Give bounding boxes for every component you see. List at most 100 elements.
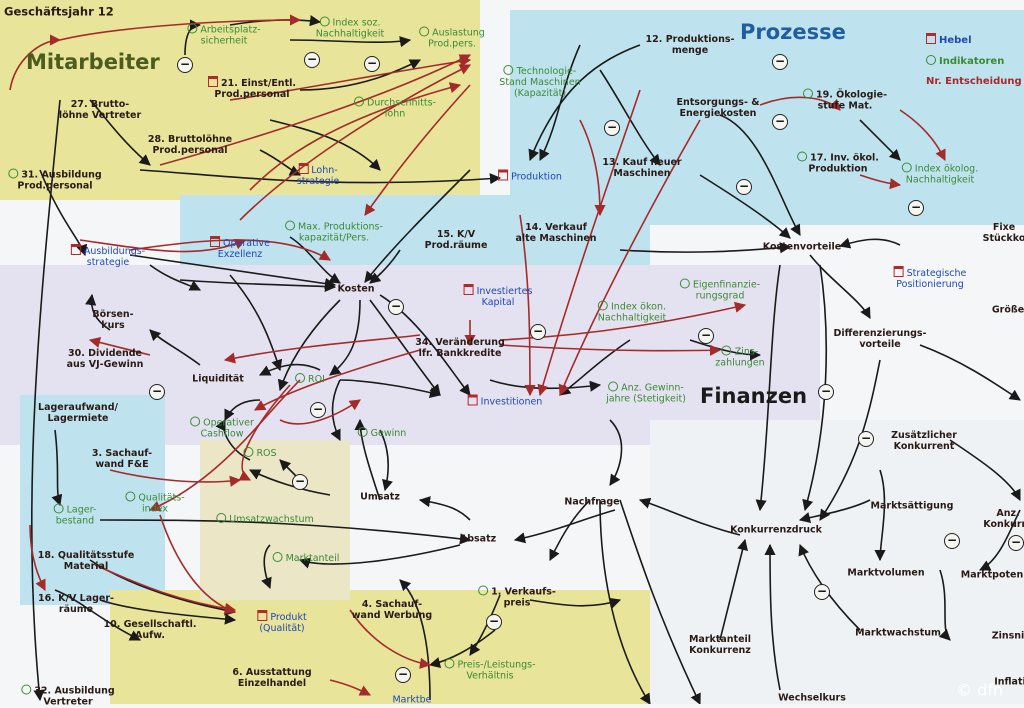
node-nachfrage: Nachfrage (564, 497, 619, 508)
node-label-line: Max. Produktions- (285, 220, 383, 233)
region-title-prozesse: Prozesse (740, 20, 846, 44)
minus-marker: − (858, 431, 874, 447)
node-label-line: Aufw. (134, 630, 166, 641)
node-label-line: löhne Vertreter (58, 110, 142, 121)
node-investitionen: Investitionen (467, 394, 542, 408)
indicator-icon (721, 345, 732, 356)
node-label-line: 10. Gesellschaftl. (103, 619, 197, 630)
node-label-line: Marktbe (392, 694, 432, 706)
node-label-line: Anz. (996, 508, 1020, 519)
node-label-line: 15. K/V (436, 229, 476, 240)
node-oekologiestufe-mat: 19. Ökologie-stufe Mat. (802, 88, 887, 112)
node-zinszahlungen: Zins-zahlungen (715, 345, 765, 369)
node-label-line: preis (503, 597, 531, 609)
node-index-oekon-nachhaltigkeit: Index ökon.Nachhaltigkeit (597, 300, 666, 324)
node-label-line: ROI (295, 373, 325, 385)
minus-marker: − (177, 57, 193, 73)
node-ros: ROS (243, 447, 277, 459)
node-label-line: Prod.personal (214, 89, 290, 100)
node-label-line: Lagermiete (47, 413, 109, 424)
node-qualitaetsindex: Qualitäts-index (125, 491, 185, 515)
minus-marker: − (530, 324, 546, 340)
legend-lever: Hebel (926, 33, 972, 46)
node-label-line: Marktanteil (272, 552, 339, 564)
indicator-icon (597, 300, 608, 311)
node-label-line: 19. Ökologie- (802, 88, 887, 101)
node-label-line: Auslastung (419, 26, 485, 39)
node-label-line: Technologie- (499, 65, 580, 77)
node-label-line: Prod.personal (17, 180, 93, 192)
node-produkt-qualitaet: Produkt(Qualität) (257, 610, 307, 634)
node-label-line: Produktion (498, 169, 562, 183)
node-label-line: Prod.räume (424, 240, 488, 251)
minus-marker: − (772, 54, 788, 70)
node-label-line: Kapital (481, 297, 515, 308)
lever-icon (893, 266, 904, 277)
indicator-icon (125, 491, 136, 502)
minus-marker: − (149, 384, 165, 400)
node-label-line: Prod.pers. (428, 38, 476, 50)
node-marktanteil: Marktanteil (272, 552, 339, 564)
node-label-line: 6. Ausstattung (232, 667, 312, 678)
node-label-line: bestand (55, 515, 95, 527)
indicator-icon (8, 168, 19, 179)
node-gewinn: Gewinn (357, 427, 406, 439)
minus-marker: − (818, 384, 834, 400)
lever-icon (70, 244, 81, 255)
node-label-line: Einzelhandel (237, 678, 307, 689)
node-anz-gewinnjahre: Anz. Gewinn-jahre (Stetigkeit) (606, 381, 686, 405)
indicator-icon (216, 513, 227, 523)
node-label-line: 3. Sachauf- (91, 448, 153, 459)
node-label-line: Wechselkurs (778, 692, 846, 704)
node-label-line: Arbeitsplatz- (187, 23, 261, 36)
node-label-line: Anz. Gewinn- (606, 381, 686, 394)
node-liquiditaet: Liquidität (192, 374, 244, 385)
node-label-line: 31. Ausbildung (8, 168, 102, 181)
indicator-icon (190, 416, 201, 427)
indicator-icon (802, 88, 813, 99)
node-differenzierungsvorteile: Differenzierungs-vorteile (833, 328, 926, 350)
lever-icon (208, 76, 219, 87)
node-label-line: Eigenfinanzie- (679, 278, 760, 291)
node-label-line: Konkurrenzdruck (730, 524, 822, 536)
node-lageraufwand-lagermiete: Lageraufwand/Lagermiete (38, 402, 118, 424)
node-label-line: 34. Veränderung (415, 337, 505, 348)
node-technologiestand-maschinen: Technologie-Stand Maschinen(Kapazität) (499, 65, 581, 99)
node-verkaufspreis: 1. Verkaufs-preis (478, 585, 556, 609)
node-zinsniveau: Zinsni (992, 631, 1024, 642)
minus-marker: − (698, 328, 714, 344)
node-label-line: Umsatz (360, 491, 400, 503)
indicator-icon (797, 151, 808, 162)
indicator-icon (478, 585, 489, 596)
node-label-line: 13. Kauf neuer (602, 157, 682, 168)
node-label-line: Index soz. (316, 16, 384, 29)
indicator-icon (285, 220, 296, 231)
diagram-title: Geschäftsjahr 12 (4, 4, 114, 19)
node-label-line: 1. Verkaufs- (478, 585, 556, 598)
node-gesellschaftl-aufw: 10. Gesellschaftl.Aufw. (104, 619, 197, 641)
node-label-line: index (142, 503, 168, 515)
node-label-line: Stand Maschinen (499, 77, 581, 88)
node-label-line: Konkurrent (893, 441, 955, 452)
node-groesse: Größe (992, 305, 1024, 316)
indicator-icon (444, 658, 455, 669)
node-index-oekolog-nachhaltigkeit: Index ökolog.Nachhaltigkeit (901, 162, 978, 186)
node-label-line: Durchschnitts- (354, 96, 436, 109)
node-sachaufwand-fe: 3. Sachauf-wand F&E (92, 448, 152, 470)
node-label-line: 16. K/V Lager- (38, 593, 114, 604)
minus-marker: − (292, 474, 308, 490)
region-prozesse (510, 10, 1024, 225)
node-label-line: strategie (86, 257, 130, 268)
indicator-icon (272, 552, 283, 562)
lever-icon (498, 169, 509, 181)
node-label-line: Investiertes (463, 284, 532, 297)
node-label-line: Exzellenz (217, 249, 263, 260)
node-label-line: 18. Qualitätsstufe (37, 550, 135, 561)
node-roi: ROI (295, 373, 325, 385)
node-sachaufwand-werbung: 4. Sachauf-wand Werbung (352, 599, 432, 621)
